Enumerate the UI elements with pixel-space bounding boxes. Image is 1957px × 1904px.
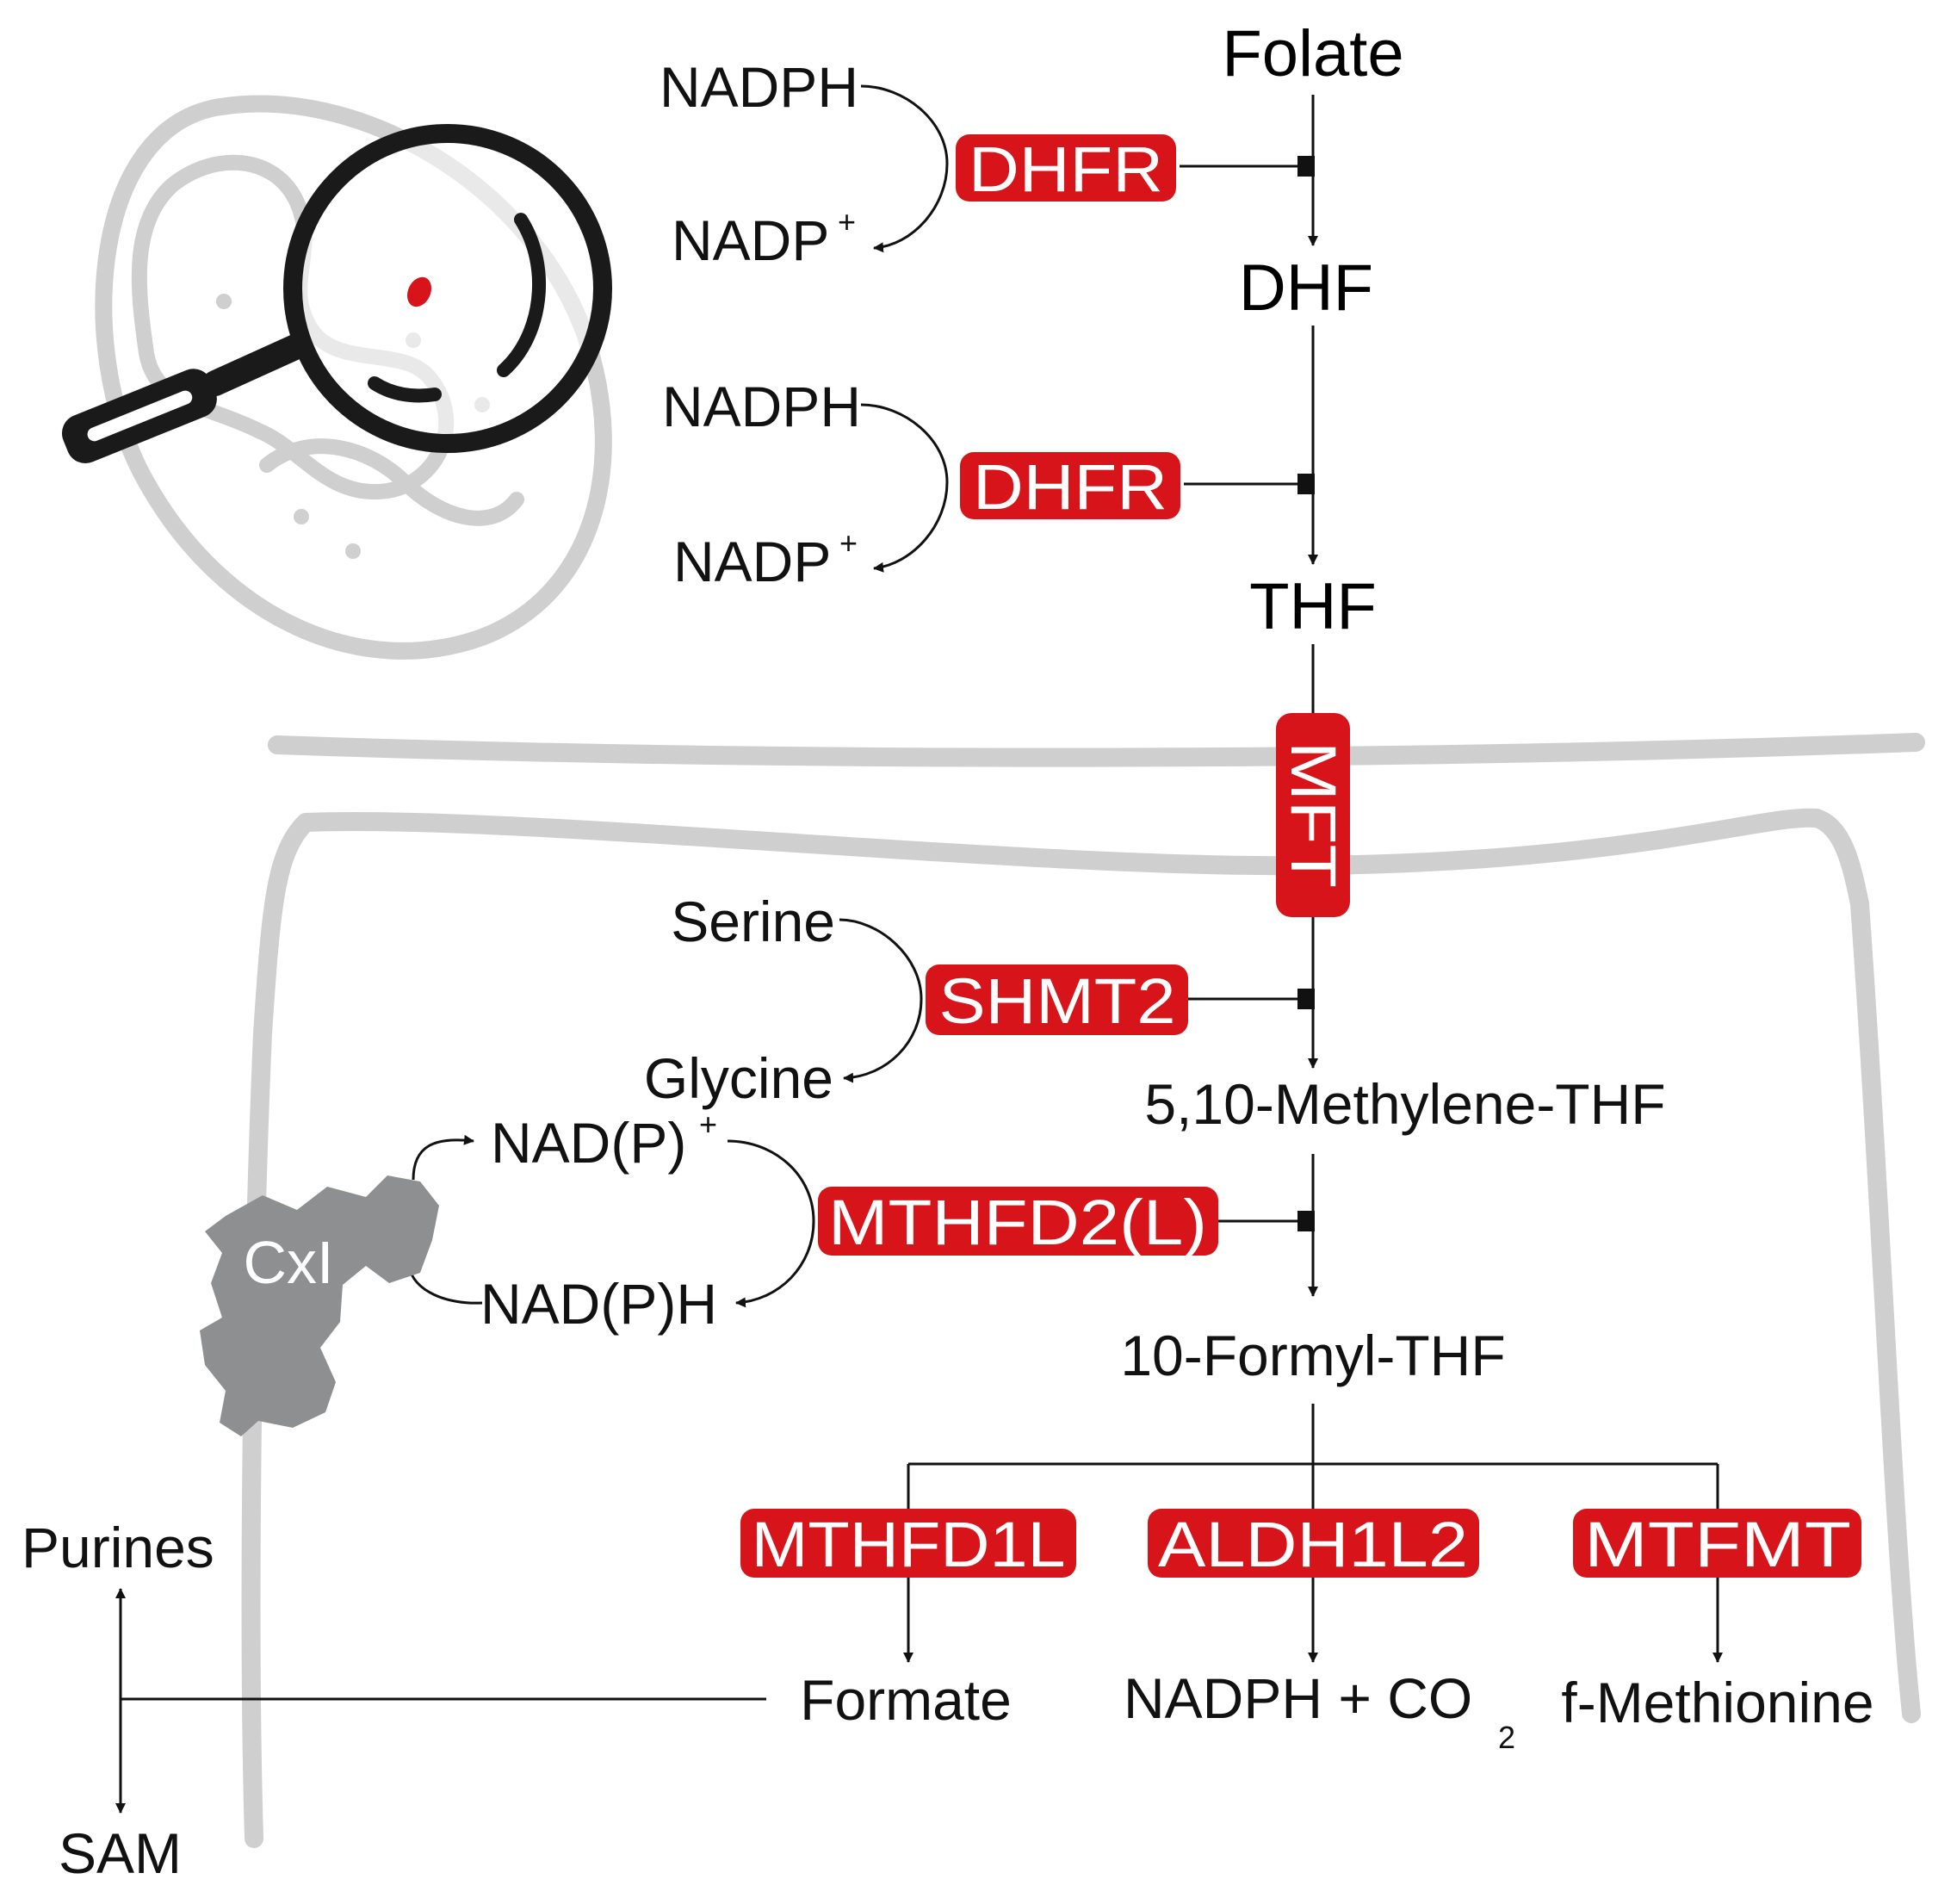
- svg-text:MTFMT: MTFMT: [1584, 1509, 1851, 1580]
- metabolite-folate: Folate: [1222, 17, 1403, 90]
- svg-text:+: +: [838, 204, 856, 239]
- side-reaction-curves: [115, 84, 949, 1814]
- svg-text:SHMT2: SHMT2: [939, 965, 1176, 1037]
- cofactor-nadp-1: NADP +: [672, 204, 856, 272]
- metabolite-methylene-thf: 5,10-Methylene-THF: [1144, 1072, 1665, 1136]
- main-pathway-lines: [903, 95, 1723, 1663]
- inner-membrane: [241, 808, 1921, 1848]
- cofactor-nadp-oxidized: NAD(P) +: [491, 1107, 717, 1175]
- complex-label: CxI: [244, 1229, 334, 1296]
- product-sam: SAM: [59, 1821, 182, 1885]
- svg-text:DHFR: DHFR: [969, 133, 1163, 205]
- metabolite-glycine: Glycine: [644, 1046, 833, 1110]
- cofactor-nadph-1: NADPH: [660, 55, 858, 119]
- svg-text:DHFR: DHFR: [973, 451, 1167, 523]
- enzyme-mthfd2l: MTHFD2(L): [818, 1187, 1218, 1258]
- outer-membrane: [268, 733, 1925, 767]
- magnifying-glass-icon: [61, 124, 612, 464]
- product-purines: Purines: [22, 1516, 214, 1579]
- enzyme-mthfd1l: MTHFD1L: [740, 1509, 1076, 1580]
- metabolite-formyl-thf: 10-Formyl-THF: [1120, 1324, 1505, 1387]
- product-formate: Formate: [800, 1668, 1012, 1732]
- metabolite-dhf: DHF: [1239, 251, 1373, 325]
- svg-text:NADP: NADP: [673, 530, 831, 593]
- svg-text:+: +: [699, 1107, 717, 1142]
- enzyme-mft: MFT: [1276, 713, 1350, 917]
- enzyme-shmt2: SHMT2: [926, 964, 1188, 1037]
- metabolite-thf: THF: [1249, 570, 1377, 643]
- svg-text:MTHFD1L: MTHFD1L: [752, 1509, 1066, 1580]
- cofactor-nadph-2: NADPH: [662, 375, 861, 438]
- svg-text:MFT: MFT: [1278, 741, 1349, 888]
- svg-text:NADPH + CO: NADPH + CO: [1124, 1666, 1472, 1730]
- metabolite-serine: Serine: [671, 890, 835, 953]
- product-nadph-co2: NADPH + CO 2: [1124, 1666, 1515, 1755]
- lens-red-dot: [406, 276, 432, 307]
- svg-text:NADP: NADP: [672, 208, 829, 272]
- enzyme-dhfr-2: DHFR: [960, 451, 1180, 523]
- enzyme-dhfr-1: DHFR: [956, 133, 1176, 205]
- complex-i-shape: CxI: [200, 1175, 439, 1436]
- cofactor-nadp-reduced: NAD(P)H: [480, 1272, 717, 1336]
- cofactor-nadp-2: NADP +: [673, 525, 858, 593]
- product-f-methionine: f-Methionine: [1561, 1671, 1873, 1734]
- svg-text:MTHFD2(L): MTHFD2(L): [828, 1187, 1207, 1258]
- svg-text:+: +: [839, 525, 858, 561]
- svg-text:ALDH1L2: ALDH1L2: [1158, 1509, 1468, 1580]
- svg-text:NAD(P): NAD(P): [491, 1111, 686, 1175]
- enzyme-aldh1l2: ALDH1L2: [1148, 1509, 1479, 1580]
- svg-text:2: 2: [1498, 1720, 1515, 1755]
- enzyme-mtfmt: MTFMT: [1573, 1509, 1861, 1580]
